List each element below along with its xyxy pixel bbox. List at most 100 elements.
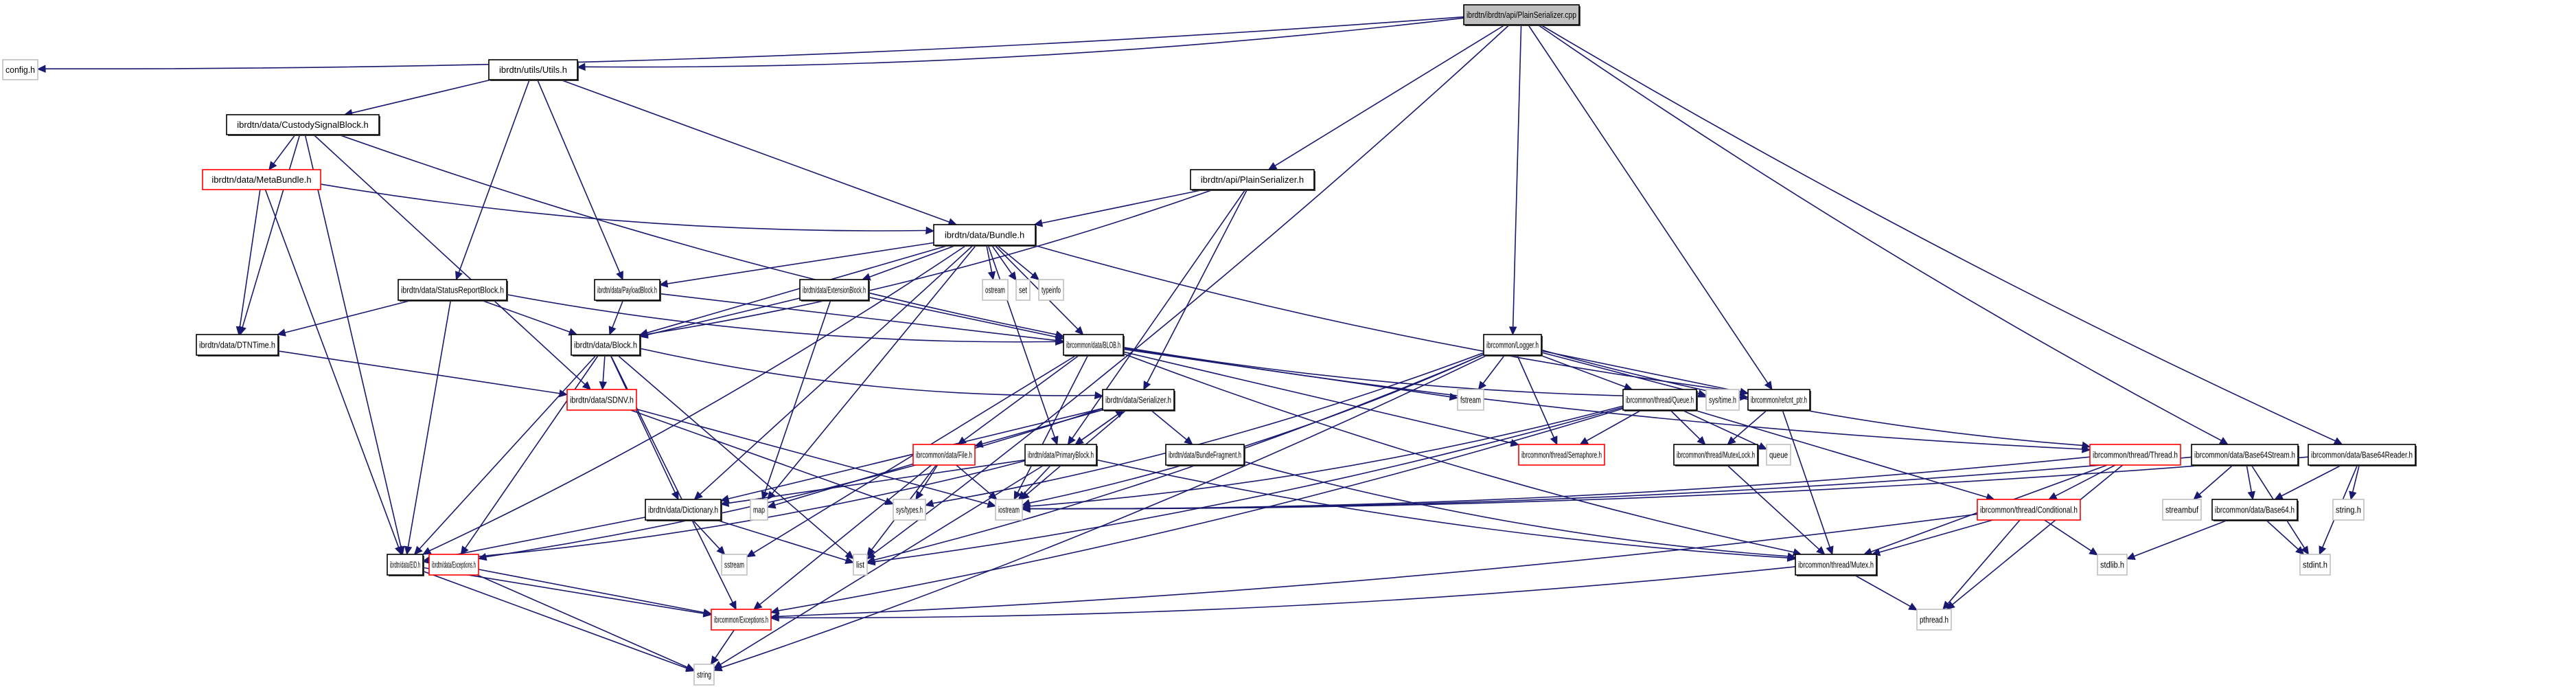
edge-line [647, 297, 801, 336]
node-bundle[interactable]: ibrdtn/data/Bundle.h [933, 224, 1037, 247]
node-dtntime[interactable]: ibrdtn/data/DTNTime.h [196, 334, 279, 357]
node-file[interactable]: ibrcommon/data/File.h [912, 444, 976, 466]
edge-primary-to-mutex [1096, 459, 1797, 562]
edge-line [313, 134, 586, 385]
edge-base64-to-stdint [2265, 519, 2305, 555]
node-label: ibrdtn/data/Dictionary.h [648, 505, 718, 515]
node-plainser_h[interactable]: ibrdtn/api/PlainSerializer.h [1190, 169, 1315, 191]
edge-root-to-refcnt [1528, 24, 1773, 391]
node-serializer[interactable]: ibrdtn/data/Serializer.h [1102, 389, 1175, 411]
node-extension[interactable]: ibrdtn/data/ExtensionBlock.h [799, 279, 870, 302]
edge-root-to-plainser_h [1267, 24, 1506, 170]
node-box [721, 554, 748, 576]
edge-metabundle-to-eid [264, 189, 402, 556]
node-block[interactable]: ibrdtn/data/Block.h [571, 334, 641, 357]
arrowhead-icon [1550, 436, 1558, 446]
node-mutexlock[interactable]: ibrcommon/thread/MutexLock.h [1673, 444, 1759, 466]
arrowhead-icon [616, 271, 623, 281]
edge-custody-to-sdnv [313, 134, 592, 390]
node-b64stream[interactable]: ibrcommon/data/Base64Stream.h [2191, 444, 2299, 466]
node-label: sys/time.h [1709, 395, 1736, 405]
node-primary[interactable]: ibrdtn/data/PrimaryBlock.h [1024, 444, 1098, 466]
node-shadow [573, 336, 641, 357]
node-box [196, 334, 279, 356]
arrowhead-icon [2219, 437, 2229, 445]
arrowhead-icon [1477, 381, 1487, 390]
node-queue_h[interactable]: ibrcommon/thread/Queue.h [1622, 389, 1698, 411]
arrowhead-icon [746, 549, 756, 558]
arrowhead-icon [394, 545, 402, 556]
arrowhead-icon [671, 490, 679, 501]
node-thread[interactable]: ibrcommon/thread/Thread.h [2089, 444, 2181, 466]
edge-mutex-to-pthread [1854, 574, 1918, 611]
node-logger[interactable]: ibrcommon/Logger.h [1483, 334, 1543, 357]
node-label: ibrdtn/data/BundleFragment.h [1169, 450, 1241, 460]
edge-line [778, 513, 1978, 618]
edge-line [1516, 354, 1555, 438]
node-dictionary[interactable]: ibrdtn/data/Dictionary.h [645, 499, 722, 521]
node-typeinfo: typeinfo [1038, 279, 1064, 301]
edge-logger-to-systime [1541, 352, 1707, 398]
node-blob[interactable]: ibrcommon/data/BLOB.h [1063, 334, 1125, 357]
node-payload[interactable]: ibrdtn/data/PayloadBlock.h [594, 279, 661, 302]
arrowhead-icon [277, 328, 286, 337]
node-box [1024, 444, 1097, 466]
arrowhead-icon [1816, 545, 1826, 555]
arrowhead-icon [2081, 441, 2091, 450]
edge-line [284, 300, 413, 334]
edge-line [1733, 409, 1768, 440]
edge-line [320, 183, 927, 231]
edge-line [667, 242, 934, 284]
edge-line [986, 245, 993, 273]
edge-plainser_h-to-primary [1067, 189, 1246, 445]
edge-conditional-to-stdlib [2044, 519, 2099, 556]
node-box [1102, 389, 1175, 411]
node-eid[interactable]: ibrdtn/data/EID.h [387, 554, 424, 576]
node-mutex[interactable]: ibrcommon/thread/Mutex.h [1795, 554, 1878, 576]
node-metabundle[interactable]: ibrdtn/data/MetaBundle.h [202, 169, 321, 190]
node-box [1705, 389, 1740, 411]
node-box [398, 279, 507, 301]
node-root[interactable]: ibrdtn/ibrdtn/api/PlainSerializer.cpp [1463, 4, 1580, 26]
node-statusreport[interactable]: ibrdtn/data/StatusReportBlock.h [398, 279, 508, 302]
edge-custody-to-eid [304, 134, 405, 556]
node-semaphore[interactable]: ibrcommon/thread/Semaphore.h [1518, 444, 1605, 466]
edge-logger-to-iostream [1021, 354, 1484, 507]
node-box [1622, 389, 1697, 411]
node-shadow [596, 281, 661, 302]
edge-line [429, 245, 967, 552]
node-sdnv[interactable]: ibrdtn/data/SDNV.h [566, 389, 637, 411]
node-fstream: fstream [1457, 389, 1484, 411]
edge-file-to-systypes [915, 464, 939, 501]
node-box [693, 664, 715, 686]
node-shadow [1797, 556, 1878, 576]
node-base64[interactable]: ibrcommon/data/Base64.h [2211, 499, 2299, 521]
node-b64reader[interactable]: ibrcommon/data/Base64Reader.h [2308, 444, 2417, 466]
arrowhead-icon [2193, 491, 2203, 500]
arrowhead-icon [599, 381, 608, 391]
node-label: ibrcommon/Logger.h [1486, 340, 1539, 350]
node-custody[interactable]: ibrdtn/data/CustodySignalBlock.h [226, 114, 380, 136]
arrowhead-icon [713, 661, 723, 669]
node-label: ostream [985, 285, 1005, 295]
edge-line [932, 352, 1484, 504]
node-utils[interactable]: ibrdtn/utils/Utils.h [488, 59, 579, 81]
edge-blob-to-semaphore [1123, 351, 1520, 447]
node-label: ibrcommon/data/Base64Stream.h [2194, 450, 2295, 460]
node-fragment[interactable]: ibrdtn/data/BundleFragment.h [1165, 444, 1245, 466]
node-conditional[interactable]: ibrcommon/thread/Conditional.h [1977, 499, 2081, 521]
edge-line [1947, 519, 2021, 605]
edge-queue_h-to-queue [1681, 409, 1768, 450]
edge-line [464, 354, 599, 549]
node-refcnt[interactable]: ibrcommon/refcnt_ptr.h [1747, 389, 1811, 411]
arrowhead-icon [1055, 332, 1065, 341]
node-cexceptions[interactable]: ibrcommon/Exceptions.h [711, 609, 772, 631]
node-box [1015, 279, 1031, 301]
node-label: ibrdtn/data/Bundle.h [945, 230, 1024, 240]
node-box [488, 59, 578, 80]
edge-bundle-to-refcnt [1034, 245, 1749, 396]
edge-b64reader-to-string_h [2349, 464, 2360, 501]
edge-line [1150, 409, 1187, 440]
node-dexceptions[interactable]: ibrdtn/data/Exceptions.h [428, 554, 479, 576]
edge-block-to-cexceptions [610, 354, 737, 611]
